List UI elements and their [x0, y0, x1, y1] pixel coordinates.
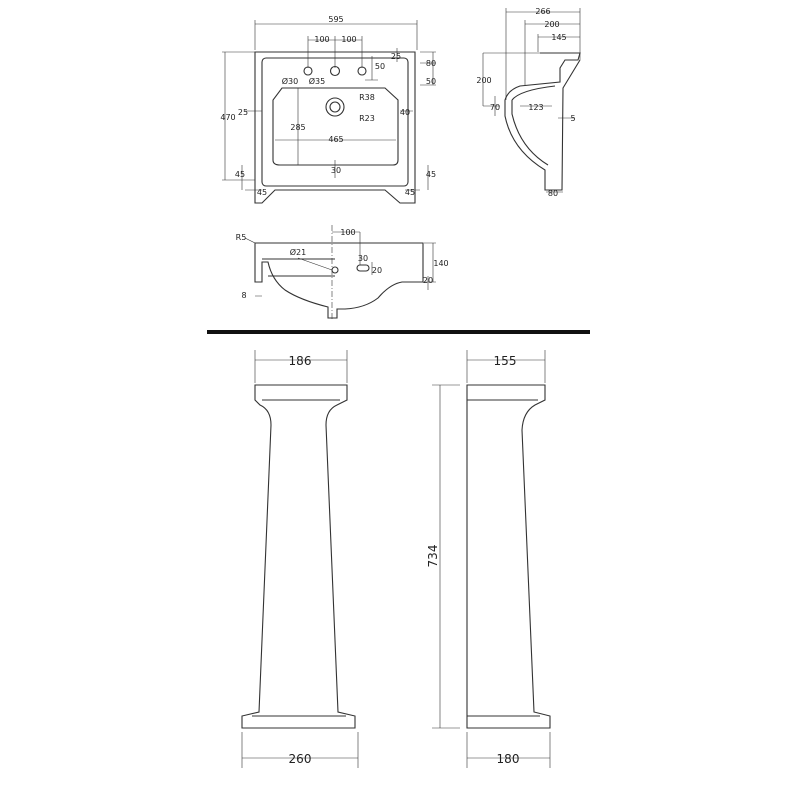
dim-depth-200: 200	[544, 20, 559, 29]
dim-offset-100: 100	[340, 228, 355, 237]
label-overflow-21: Ø21	[290, 247, 306, 257]
front-section-outline	[254, 242, 424, 319]
basin-plan-view: 595 100 100 470 25 50 80 50 Ø30 Ø35 R38 …	[220, 15, 436, 204]
dim-pedestal-height: 734	[426, 545, 440, 568]
waste-outer-circle	[325, 97, 345, 117]
dim-pedestal-side-top: 155	[494, 354, 517, 368]
basin-outline	[254, 51, 416, 204]
dim-slot-20: 20	[372, 266, 382, 275]
dim-width: 595	[328, 15, 343, 24]
waste-inner-circle	[329, 101, 341, 113]
bowl-outline	[272, 87, 399, 166]
pedestal-side-outline	[466, 384, 551, 729]
dim-bowl-left: 25	[238, 108, 248, 117]
side-section-outline	[504, 52, 581, 191]
dim-chamfer-right-v: 45	[426, 170, 436, 179]
dim-depth: 470	[220, 113, 235, 122]
dim-base-80: 80	[548, 189, 558, 198]
dim-inner-123: 123	[528, 103, 543, 112]
dim-wall-5: 5	[570, 114, 575, 123]
dim-chamfer-right-h: 45	[405, 188, 415, 197]
dim-bowl-depth: 285	[290, 123, 305, 132]
overflow-hole	[331, 266, 339, 274]
tap-hole-left	[303, 66, 313, 76]
side-section-inner	[511, 85, 556, 166]
label-tap-hole-30: Ø30	[282, 76, 298, 86]
dim-height-200: 200	[476, 76, 491, 85]
dim-height-140: 140	[433, 259, 448, 268]
label-waste-r23: R23	[359, 114, 375, 123]
dim-bowl-width: 465	[328, 135, 343, 144]
dim-pedestal-front-base: 260	[289, 752, 312, 766]
label-waste-r38: R38	[359, 93, 375, 102]
dim-rim-back: 80	[426, 59, 436, 68]
dim-pedestal-front-top: 186	[289, 354, 312, 368]
dim-thickness-8: 8	[241, 291, 246, 300]
dim-tap-offset: 50	[375, 62, 385, 71]
dim-slot-30: 30	[358, 254, 368, 263]
dim-chamfer-left-h: 45	[257, 188, 267, 197]
slot	[356, 264, 370, 272]
dim-rim-side: 50	[426, 77, 436, 86]
pedestal-front-outline	[241, 384, 356, 729]
dim-chamfer-left-v: 45	[235, 170, 245, 179]
tap-hole-right	[357, 66, 367, 76]
front-section-inner	[262, 258, 335, 277]
pedestal-front-details	[252, 399, 346, 717]
dim-tap-spacing-right: 100	[341, 35, 356, 44]
label-tap-hole-35: Ø35	[309, 76, 325, 86]
basin-side-section: 266 200 145 200 70 123 5 80	[476, 7, 581, 198]
dim-foot-20: 20	[423, 276, 433, 285]
dim-bowl-right: 40	[400, 108, 410, 117]
dim-height-70: 70	[490, 103, 500, 112]
dim-pedestal-side-base: 180	[497, 752, 520, 766]
dim-overall-depth: 266	[535, 7, 550, 16]
pedestal-side-details	[467, 399, 540, 717]
dim-tap-spacing-left: 100	[314, 35, 329, 44]
dim-rim-top: 25	[391, 52, 401, 61]
dim-front-margin: 30	[331, 166, 341, 175]
label-r5: R5	[236, 233, 247, 242]
basin-front-section: R5 Ø21 100 30 20 140 20 8	[236, 225, 449, 320]
dim-depth-145: 145	[551, 33, 566, 42]
pedestal-side-view: 155 180 734	[426, 350, 551, 768]
pedestal-front-view: 186 260	[241, 350, 359, 768]
